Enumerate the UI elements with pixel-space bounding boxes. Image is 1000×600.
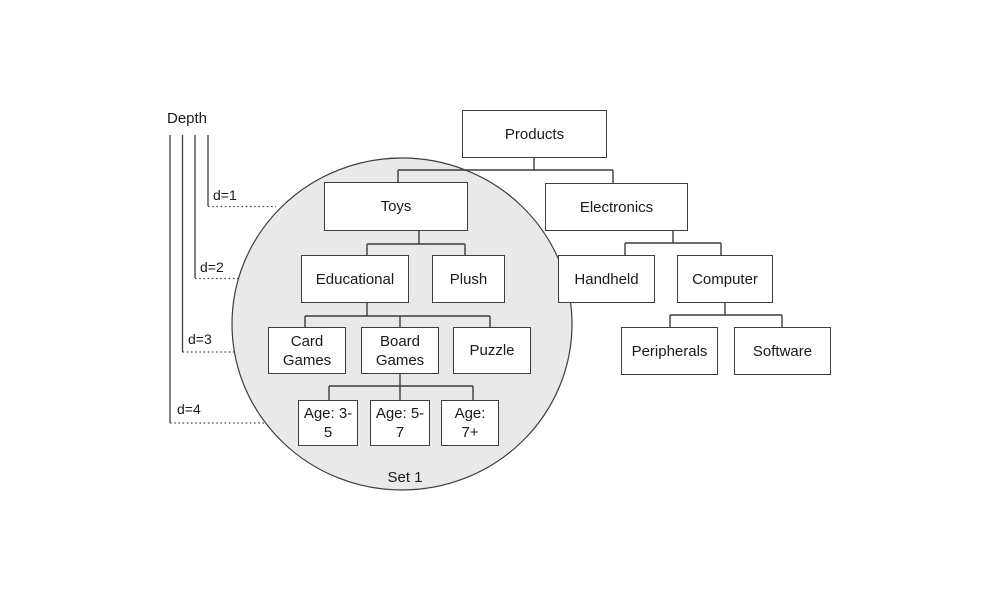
- tree-node-card-games: Card Games: [268, 327, 346, 374]
- depth-level-label-d1: d=1: [213, 187, 237, 203]
- tree-node-plush: Plush: [432, 255, 505, 303]
- depth-axis-lines: [169, 135, 209, 423]
- depth-dotted-lines: [170, 205, 276, 424]
- tree-node-computer: Computer: [677, 255, 773, 303]
- depth-axis-title: Depth: [167, 110, 208, 127]
- set1-label: Set 1: [387, 469, 423, 486]
- tree-node-age-5-7: Age: 5-7: [370, 400, 430, 446]
- tree-node-age-3-5: Age: 3-5: [298, 400, 358, 446]
- tree-node-software: Software: [734, 327, 831, 375]
- tree-node-board-games: Board Games: [361, 327, 439, 374]
- tree-node-toys: Toys: [324, 182, 468, 231]
- depth-level-label-d3: d=3: [188, 331, 212, 347]
- depth-level-label-d2: d=2: [200, 259, 224, 275]
- tree-node-products: Products: [462, 110, 607, 158]
- tree-node-puzzle: Puzzle: [453, 327, 531, 374]
- tree-node-age-7-plus: Age: 7+: [441, 400, 499, 446]
- tree-connectors: [304, 158, 783, 401]
- tree-node-educational: Educational: [301, 255, 409, 303]
- tree-node-electronics: Electronics: [545, 183, 688, 231]
- depth-level-label-d4: d=4: [177, 401, 201, 417]
- tree-node-peripherals: Peripherals: [621, 327, 718, 375]
- tree-node-handheld: Handheld: [558, 255, 655, 303]
